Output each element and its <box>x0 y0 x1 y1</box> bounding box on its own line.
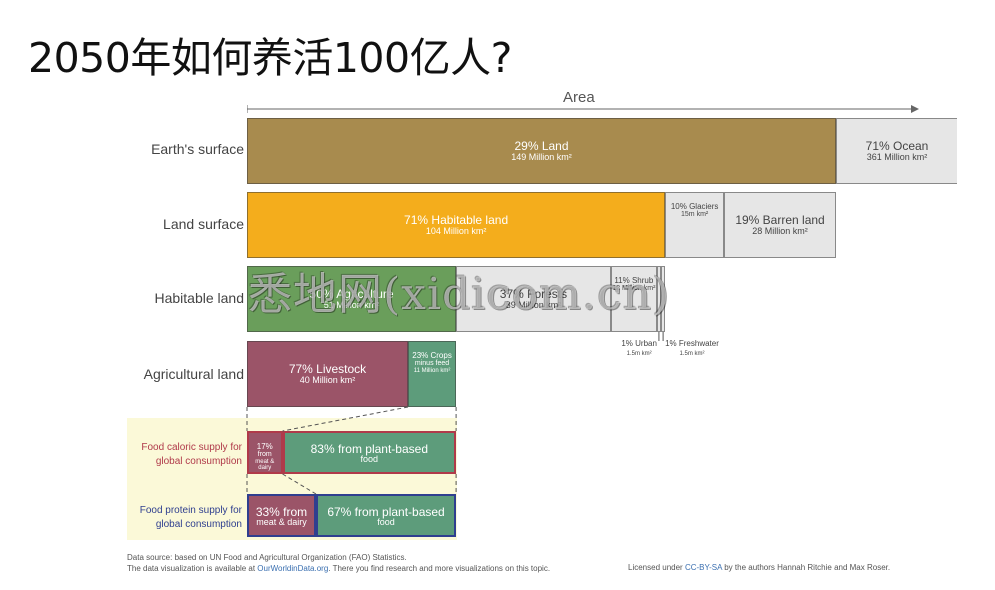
ext-label-1-freshwater: 1% Freshwater 1.5m km² <box>665 339 719 358</box>
bar-main-label: 77% Livestock <box>288 362 367 376</box>
row-label-land-surface: Land surface <box>163 216 244 232</box>
bar-sub-label: meat & dairy <box>255 458 275 472</box>
food-label-line: global consumption <box>155 455 242 467</box>
ext-sub: 1.5m km² <box>626 350 652 357</box>
habitable-bar-segment-3 <box>656 266 661 332</box>
bar-main-label: 71% Ocean <box>865 139 929 153</box>
watermark: 悉地网(xidicom.cn) <box>248 269 671 320</box>
footer-license: Licensed under CC-BY-SA by the authors H… <box>628 563 891 572</box>
bar-main-label: 71% Habitable land <box>404 213 509 227</box>
food-label-line: Food caloric supply for <box>141 442 242 453</box>
bar-sub-label: 15m km² <box>681 211 709 219</box>
slide-title: 2050年如何养活100亿人? <box>28 34 512 82</box>
bar-main-label: 33% from <box>255 504 308 519</box>
source-note: Data source: based on UN Food and Agricu… <box>127 553 407 562</box>
food-label-line: global consumption <box>155 518 242 530</box>
bar-sub-label: 39 Million km² <box>505 299 562 310</box>
bar-sub-label: 12 Million km² <box>612 285 656 293</box>
bar-main-label: 37% Forests <box>499 287 568 301</box>
bar-main-label: 19% Barren land <box>735 213 825 227</box>
ext-main: 1% Urban <box>621 339 657 348</box>
bar-sub-label: from <box>257 451 272 459</box>
bar-sub-label: food <box>360 454 379 465</box>
bar-sub-label: 104 Million km² <box>425 225 487 236</box>
bar-main-label: 83% from plant-based <box>310 441 428 456</box>
bar-sub-label: 11 Million km² <box>413 367 451 374</box>
bar-sub-label: 40 Million km² <box>299 374 356 385</box>
food-label-line: Food protein supply for <box>139 505 242 516</box>
axis-title: Area <box>563 89 595 106</box>
license-link[interactable]: CC-BY-SA <box>684 563 722 572</box>
habitable-bar-segment-4 <box>661 266 666 332</box>
bar-sub-label: meat & dairy <box>256 517 307 528</box>
viz-note: The data visualization is available at O… <box>127 564 551 574</box>
bar-sub-label: 149 Million km² <box>511 151 572 162</box>
row-label-habitable-land: Habitable land <box>154 290 244 306</box>
bar-sub-label: minus feed <box>414 360 450 368</box>
area-axis-arrow <box>247 105 919 113</box>
ext-label-1-urban: 1% Urban 1.5m km² <box>621 339 657 358</box>
bar-sub-label: 28 Million km² <box>752 225 808 236</box>
bar-sub-label: 361 Million km² <box>866 151 928 162</box>
bar-main-label: 17% <box>256 442 273 451</box>
row-label-earth-s-surface: Earth's surface <box>151 141 244 157</box>
bar-sub-label: 51 Million km² <box>323 299 380 310</box>
bar-main-label: 10% Glaciers <box>670 202 719 211</box>
owid-link[interactable]: OurWorldinData.org <box>257 564 329 574</box>
ext-main: 1% Freshwater <box>665 339 719 348</box>
bar-sub-label: food <box>377 517 395 528</box>
bar-main-label: 11% Shrub <box>614 276 654 285</box>
bar-main-label: 29% Land <box>514 139 569 153</box>
bar-main-label: 50% Agriculture <box>309 287 394 301</box>
row-label-agricultural-land: Agricultural land <box>143 366 244 382</box>
food-label-1: Food protein supply for global consumptio… <box>140 504 242 531</box>
bar-main-label: 23% Crops <box>412 351 452 360</box>
food-label-0: Food caloric supply for global consumptio… <box>141 441 242 468</box>
ext-sub: 1.5m km² <box>679 350 705 357</box>
bar-main-label: 67% from plant-based <box>327 504 445 519</box>
footer-source: Data source: based on UN Food and Agricu… <box>127 552 550 574</box>
